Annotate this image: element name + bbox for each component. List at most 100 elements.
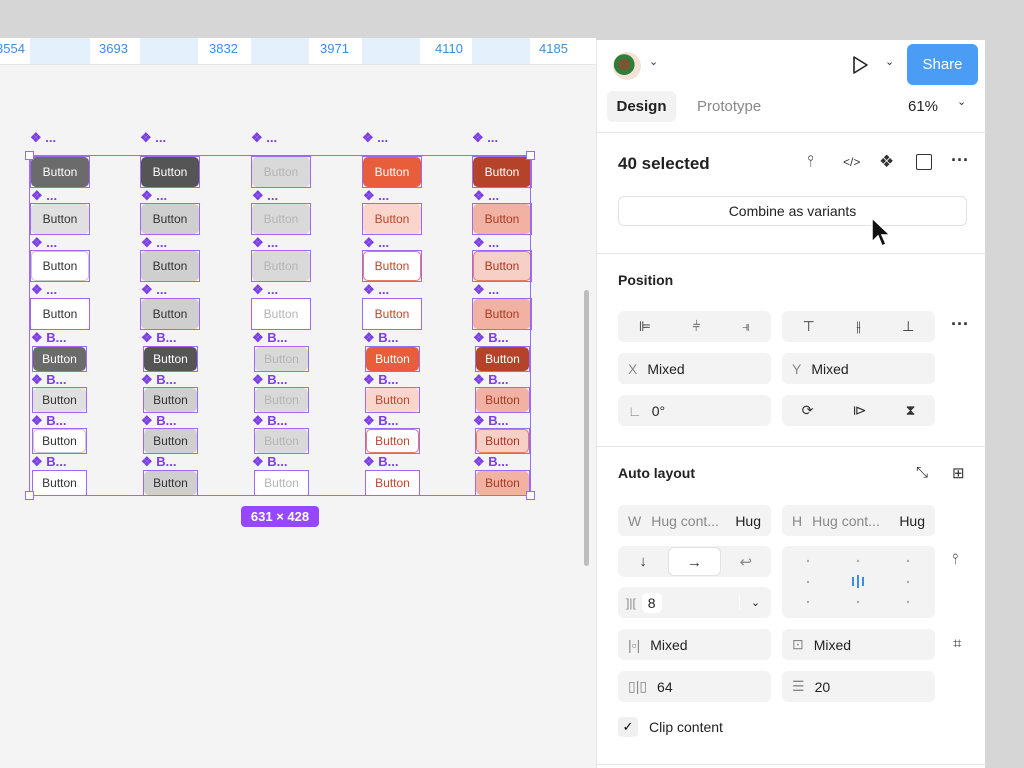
align-center-h-icon[interactable]: ⫩ — [692, 318, 701, 334]
component-label[interactable]: ❖ B... — [473, 414, 509, 427]
button-variant[interactable]: Button — [475, 470, 530, 496]
button-variant[interactable]: Button — [475, 387, 530, 413]
resize-handle[interactable] — [25, 151, 34, 160]
flip-horizontal-icon[interactable]: ⧐ — [852, 402, 867, 418]
horizontal-spacing-field[interactable]: ▯|▯64 — [618, 671, 771, 702]
button-variant[interactable]: Button — [362, 298, 422, 330]
button-variant[interactable]: Button — [475, 428, 530, 454]
adjust-icon[interactable]: ⫯ — [807, 153, 814, 170]
align-right-icon[interactable]: ⫣ — [741, 318, 751, 334]
button-variant[interactable]: Button — [472, 156, 532, 188]
vertical-spacing-field[interactable]: ☰20 — [782, 671, 935, 702]
component-label[interactable]: ❖ ... — [31, 236, 57, 249]
button-variant[interactable]: Button — [143, 346, 198, 372]
arrow-right-icon[interactable]: → — [668, 547, 721, 576]
component-label[interactable]: ❖ B... — [252, 373, 288, 386]
component-label[interactable]: ❖ B... — [141, 331, 177, 344]
component-label[interactable]: ❖ B... — [363, 414, 399, 427]
component-label[interactable]: ❖ ... — [473, 189, 499, 202]
avatar[interactable] — [613, 52, 641, 80]
component-label[interactable]: ❖ B... — [141, 455, 177, 468]
arrow-down-icon[interactable]: ↓ — [639, 553, 647, 570]
button-variant[interactable]: Button — [472, 250, 532, 282]
add-layout-icon[interactable]: ⊞ — [952, 465, 965, 482]
selection-frame[interactable] — [29, 155, 531, 496]
w-mode[interactable]: Hug — [735, 512, 761, 529]
button-variant[interactable]: Button — [362, 250, 422, 282]
button-variant[interactable]: Button — [32, 428, 87, 454]
frame-icon[interactable] — [916, 154, 932, 170]
button-variant[interactable]: Button — [254, 346, 309, 372]
component-label[interactable]: ❖ ... — [141, 283, 167, 296]
component-label[interactable]: ❖ ... — [141, 236, 167, 249]
gap-field[interactable]: ]|[8⌄ — [618, 587, 771, 618]
component-label[interactable]: ❖ B... — [363, 455, 399, 468]
combine-as-variants-button[interactable]: Combine as variants — [618, 196, 967, 226]
component-icon[interactable]: ❖ — [879, 152, 895, 171]
chevron-down-icon[interactable]: ⌄ — [885, 56, 895, 68]
button-variant[interactable]: Button — [32, 346, 87, 372]
flip-vertical-icon[interactable]: ⧗ — [905, 402, 916, 418]
tab-prototype[interactable]: Prototype — [697, 98, 762, 115]
button-variant[interactable]: Button — [251, 250, 311, 282]
chevron-down-icon[interactable]: ⌄ — [739, 596, 771, 609]
individual-padding-icon[interactable]: ⌗ — [953, 635, 962, 652]
component-label[interactable]: ❖ ... — [252, 236, 278, 249]
tab-design[interactable]: Design — [607, 91, 676, 122]
component-label[interactable]: ❖ ... — [141, 189, 167, 202]
wrap-icon[interactable]: ↩ — [739, 553, 753, 571]
button-variant[interactable]: Button — [32, 387, 87, 413]
component-label[interactable]: ❖ ... — [252, 189, 278, 202]
button-variant[interactable]: Button — [140, 298, 200, 330]
more-icon[interactable]: ··· — [951, 314, 969, 334]
chevron-down-icon[interactable]: ⌄ — [957, 96, 967, 108]
button-variant[interactable]: Button — [251, 156, 311, 188]
component-label[interactable]: ❖ ... — [251, 131, 277, 144]
component-label[interactable]: ❖ B... — [141, 373, 177, 386]
component-label[interactable]: ❖ ... — [30, 131, 56, 144]
button-variant[interactable]: Button — [254, 428, 309, 454]
settings-icon[interactable]: ⫯ — [952, 551, 959, 568]
collapse-icon[interactable]: ⤡ — [916, 464, 929, 481]
align-center-v-icon[interactable]: ⫲ — [856, 318, 861, 334]
component-label[interactable]: ❖ B... — [363, 373, 399, 386]
component-label[interactable]: ❖ B... — [252, 331, 288, 344]
code-icon[interactable]: </> — [843, 155, 861, 169]
clip-content-checkbox[interactable]: ✓ — [618, 717, 638, 737]
button-variant[interactable]: Button — [140, 250, 200, 282]
component-label[interactable]: ❖ B... — [363, 331, 399, 344]
button-variant[interactable]: Button — [30, 298, 90, 330]
button-variant[interactable]: Button — [365, 387, 420, 413]
resize-handle[interactable] — [526, 491, 535, 500]
button-variant[interactable]: Button — [475, 346, 530, 372]
component-label[interactable]: ❖ B... — [31, 414, 67, 427]
align-top-icon[interactable]: ⊤ — [802, 318, 815, 334]
component-label[interactable]: ❖ ... — [362, 131, 388, 144]
component-label[interactable]: ❖ ... — [31, 189, 57, 202]
more-icon[interactable]: ··· — [951, 150, 969, 170]
button-variant[interactable]: Button — [251, 203, 311, 235]
component-label[interactable]: ❖ B... — [141, 414, 177, 427]
component-label[interactable]: ❖ B... — [252, 455, 288, 468]
button-variant[interactable]: Button — [362, 203, 422, 235]
component-label[interactable]: ❖ ... — [472, 131, 498, 144]
button-variant[interactable]: Button — [30, 250, 90, 282]
component-label[interactable]: ❖ ... — [363, 236, 389, 249]
component-label[interactable]: ❖ B... — [473, 373, 509, 386]
zoom-level[interactable]: 61% — [908, 98, 939, 115]
button-variant[interactable]: Button — [472, 298, 532, 330]
button-variant[interactable]: Button — [140, 203, 200, 235]
button-variant[interactable]: Button — [30, 156, 90, 188]
alignment-grid[interactable] — [782, 546, 935, 618]
resize-handle[interactable] — [25, 491, 34, 500]
button-variant[interactable]: Button — [143, 387, 198, 413]
button-variant[interactable]: Button — [254, 387, 309, 413]
chevron-down-icon[interactable]: ⌄ — [649, 56, 659, 68]
vertical-scrollbar[interactable] — [584, 290, 589, 566]
component-label[interactable]: ❖ ... — [363, 189, 389, 202]
button-variant[interactable]: Button — [472, 203, 532, 235]
